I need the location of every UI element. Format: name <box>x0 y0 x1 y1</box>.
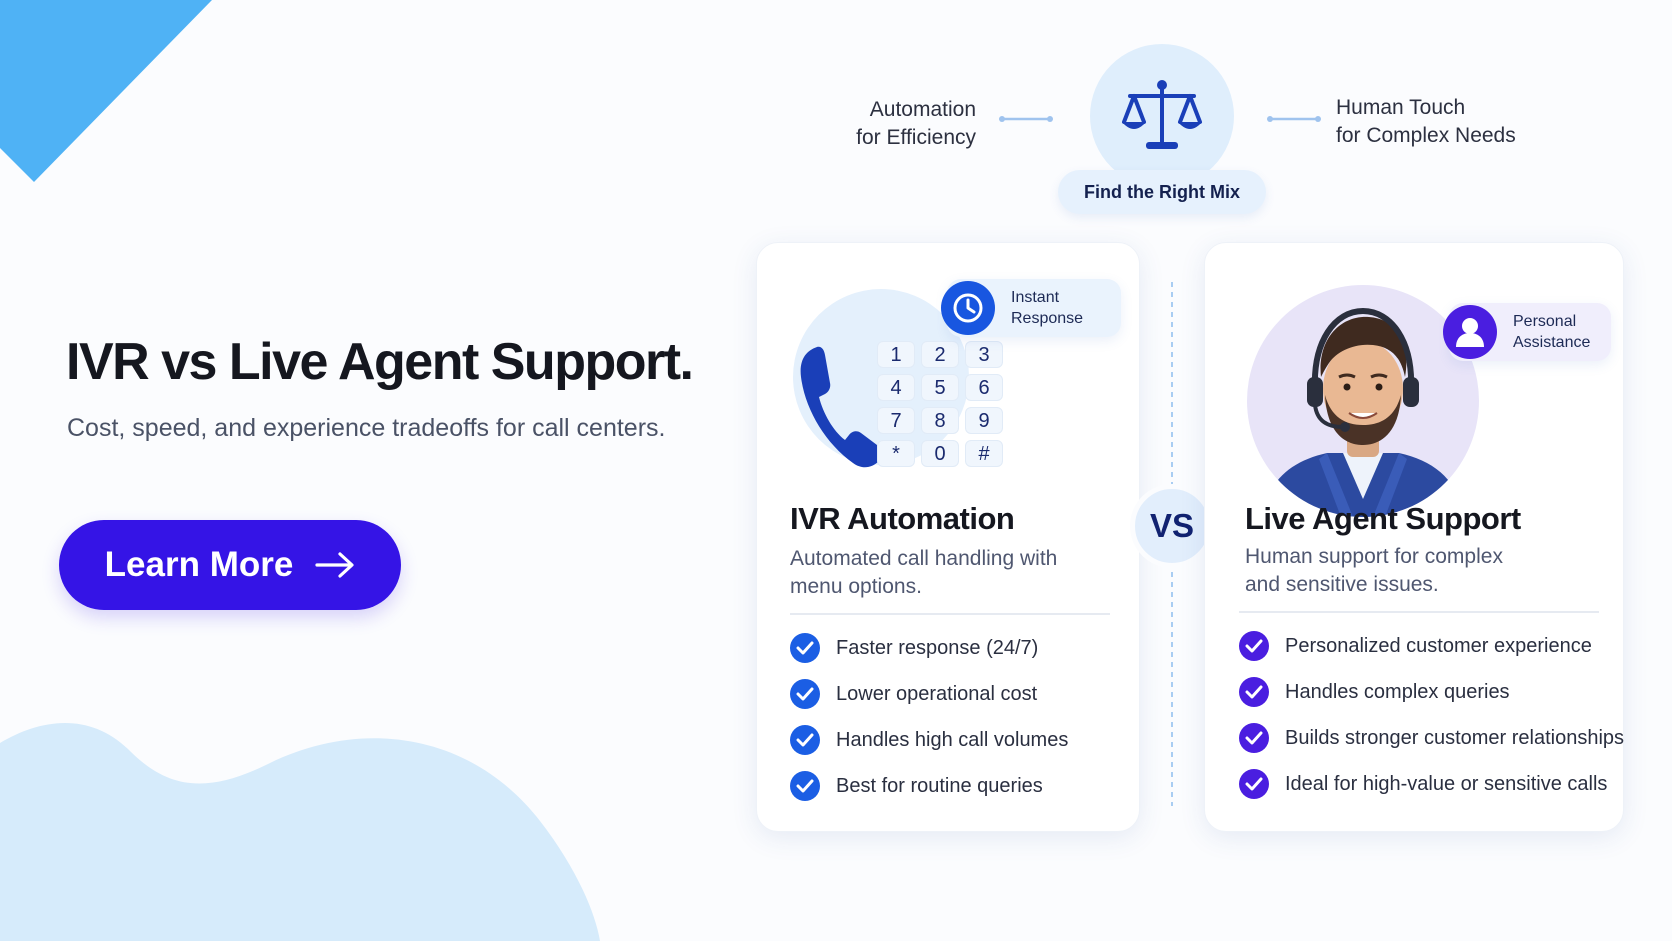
ivr-feature-item: Best for routine queries <box>790 763 1068 809</box>
keypad-key: 9 <box>965 407 1003 434</box>
check-circle-icon <box>1239 677 1269 707</box>
ivr-feature-list: Faster response (24/7) Lower operational… <box>790 625 1068 809</box>
agent-feature-text: Handles complex queries <box>1285 680 1510 703</box>
arrow-right-icon <box>315 552 354 578</box>
human-touch-label: Human Touch for Complex Needs <box>1336 94 1516 150</box>
personal-assistance-badge: Personal Assistance <box>1443 303 1611 361</box>
ivr-feature-item: Handles high call volumes <box>790 717 1068 763</box>
live-agent-card-title: Live Agent Support <box>1245 501 1521 536</box>
ivr-feature-item: Faster response (24/7) <box>790 625 1068 671</box>
live-agent-card-divider <box>1239 611 1599 613</box>
headset-agent-illustration <box>1263 307 1463 517</box>
balance-scale-icon <box>1122 80 1202 149</box>
check-circle-icon <box>1239 769 1269 799</box>
live-agent-card: Personal Assistance Live Agent Support H… <box>1204 242 1624 832</box>
clock-icon <box>941 281 995 335</box>
learn-more-label: Learn More <box>104 545 294 584</box>
ivr-card: 1 2 3 4 5 6 7 8 9 * 0 # Instant Response… <box>756 242 1140 832</box>
ivr-card-divider <box>790 613 1110 615</box>
keypad-key: 6 <box>965 374 1003 401</box>
check-circle-icon <box>1239 631 1269 661</box>
automation-label: Automation for Efficiency <box>820 96 976 152</box>
instant-response-badge: Instant Response <box>941 279 1121 337</box>
keypad-key: * <box>877 440 915 467</box>
ivr-desc-line2: menu options. <box>790 575 922 598</box>
ivr-card-description: Automated call handling with menu option… <box>790 545 1057 601</box>
automation-label-line1: Automation <box>869 98 976 121</box>
human-touch-label-line1: Human Touch <box>1336 96 1466 119</box>
keypad-key: 0 <box>921 440 959 467</box>
vs-badge: VS <box>1130 484 1214 568</box>
agent-feature-text: Builds stronger customer relationships <box>1285 726 1625 749</box>
phone-handset-icon <box>800 346 882 468</box>
user-icon <box>1443 305 1497 359</box>
agent-desc-line2: and sensitive issues. <box>1245 573 1439 596</box>
corner-triangle-decoration <box>0 0 212 182</box>
personal-assistance-line1: Personal <box>1513 313 1577 330</box>
agent-feature-text: Ideal for high-value or sensitive calls <box>1285 772 1608 795</box>
agent-feature-item: Personalized customer experience <box>1239 623 1624 669</box>
ivr-feature-text: Faster response (24/7) <box>836 636 1039 659</box>
keypad-key: 2 <box>921 341 959 368</box>
page-subtitle: Cost, speed, and experience tradeoffs fo… <box>67 414 666 442</box>
learn-more-button[interactable]: Learn More <box>59 520 401 610</box>
human-touch-label-line2: for Complex Needs <box>1336 124 1516 147</box>
check-circle-icon <box>1239 723 1269 753</box>
keypad-key: 1 <box>877 341 915 368</box>
check-circle-icon <box>790 771 820 801</box>
instant-response-line2: Response <box>1011 310 1084 327</box>
agent-avatar <box>1247 285 1479 517</box>
ivr-feature-text: Handles high call volumes <box>836 728 1069 751</box>
personal-assistance-line2: Assistance <box>1513 334 1591 351</box>
instant-response-text: Instant Response <box>1011 287 1083 329</box>
right-connector-line <box>1267 116 1321 122</box>
keypad-key: 4 <box>877 374 915 401</box>
background-blob-decoration <box>0 723 600 941</box>
ivr-feature-text: Best for routine queries <box>836 774 1043 797</box>
keypad-key: 7 <box>877 407 915 434</box>
personal-assistance-text: Personal Assistance <box>1513 311 1590 353</box>
agent-feature-item: Handles complex queries <box>1239 669 1624 715</box>
ivr-feature-item: Lower operational cost <box>790 671 1068 717</box>
find-right-mix-pill: Find the Right Mix <box>1058 170 1266 214</box>
keypad-key: # <box>965 440 1003 467</box>
keypad-key: 8 <box>921 407 959 434</box>
check-circle-icon <box>790 725 820 755</box>
balance-scale-badge <box>1090 44 1234 188</box>
live-agent-card-description: Human support for complex and sensitive … <box>1245 543 1503 599</box>
left-connector-line <box>999 116 1053 122</box>
keypad-key: 5 <box>921 374 959 401</box>
ivr-feature-text: Lower operational cost <box>836 682 1038 705</box>
agent-feature-item: Ideal for high-value or sensitive calls <box>1239 761 1624 807</box>
ivr-keypad: 1 2 3 4 5 6 7 8 9 * 0 # <box>877 341 1017 467</box>
agent-feature-item: Builds stronger customer relationships <box>1239 715 1624 761</box>
check-circle-icon <box>790 633 820 663</box>
live-agent-feature-list: Personalized customer experience Handles… <box>1239 623 1624 807</box>
instant-response-line1: Instant <box>1011 289 1060 306</box>
agent-desc-line1: Human support for complex <box>1245 545 1503 568</box>
page-title: IVR vs Live Agent Support. <box>66 333 694 391</box>
agent-feature-text: Personalized customer experience <box>1285 634 1592 657</box>
ivr-card-title: IVR Automation <box>790 501 1015 536</box>
check-circle-icon <box>790 679 820 709</box>
keypad-key: 3 <box>965 341 1003 368</box>
ivr-desc-line1: Automated call handling with <box>790 547 1058 570</box>
automation-label-line2: for Efficiency <box>856 126 976 149</box>
